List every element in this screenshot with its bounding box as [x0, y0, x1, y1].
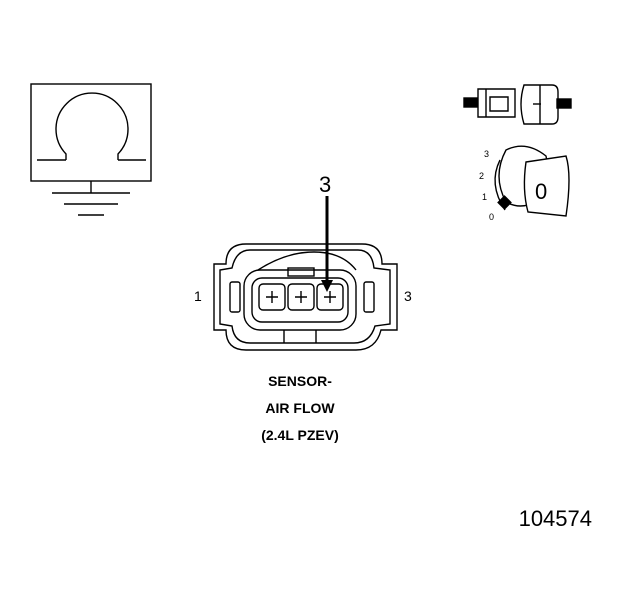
- callout-label: 3: [319, 172, 331, 197]
- reference-number: 104574: [518, 506, 592, 531]
- caption-line-1: SENSOR-: [268, 373, 332, 389]
- connector-disconnect-icon: [463, 84, 572, 125]
- terminal-1: [258, 283, 286, 311]
- pin-label-right: 3: [404, 288, 412, 304]
- ignition-position-3: 3: [484, 149, 489, 159]
- caption-line-2: AIR FLOW: [265, 400, 335, 416]
- caption-line-3: (2.4L PZEV): [261, 427, 339, 443]
- ignition-position-2: 2: [479, 171, 484, 181]
- ohmmeter-icon: [30, 83, 152, 216]
- terminal-2: [287, 283, 315, 311]
- terminal-3: [316, 283, 344, 311]
- callout-arrow: [321, 196, 333, 292]
- connector-face: [213, 243, 398, 351]
- ignition-switch-icon: [494, 145, 570, 217]
- pin-label-left: 1: [194, 288, 202, 304]
- ignition-key-position-label: 0: [535, 179, 547, 204]
- ignition-position-1: 1: [482, 192, 487, 202]
- ignition-position-0: 0: [489, 212, 494, 222]
